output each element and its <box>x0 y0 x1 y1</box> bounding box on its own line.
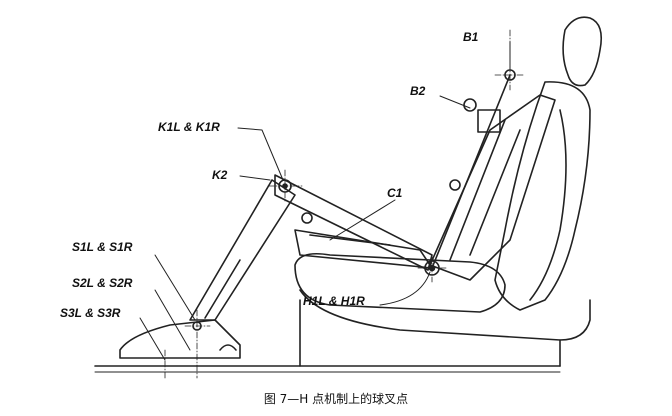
label-c1: C1 <box>387 186 403 200</box>
torso-rod <box>431 74 511 269</box>
seat-cushion <box>294 252 506 313</box>
lower-leg <box>189 179 296 321</box>
b2-block <box>477 109 501 133</box>
label-s2: S2L & S2R <box>72 276 133 290</box>
label-b2: B2 <box>410 84 426 98</box>
figure-caption: 图 7—H 点机制上的球叉点 <box>263 392 409 406</box>
label-s3: S3L & S3R <box>60 306 121 320</box>
label-h1: H1L & H1R <box>303 294 365 308</box>
label-b1: B1 <box>463 30 479 44</box>
foot <box>119 319 241 359</box>
label-s1: S1L & S1R <box>72 240 133 254</box>
label-k2: K2 <box>212 168 228 182</box>
thigh-bar <box>274 174 433 271</box>
back-pan <box>429 94 556 281</box>
headrest <box>562 16 603 87</box>
label-k1: K1L & K1R <box>158 120 220 134</box>
seat-backrest <box>494 81 591 311</box>
